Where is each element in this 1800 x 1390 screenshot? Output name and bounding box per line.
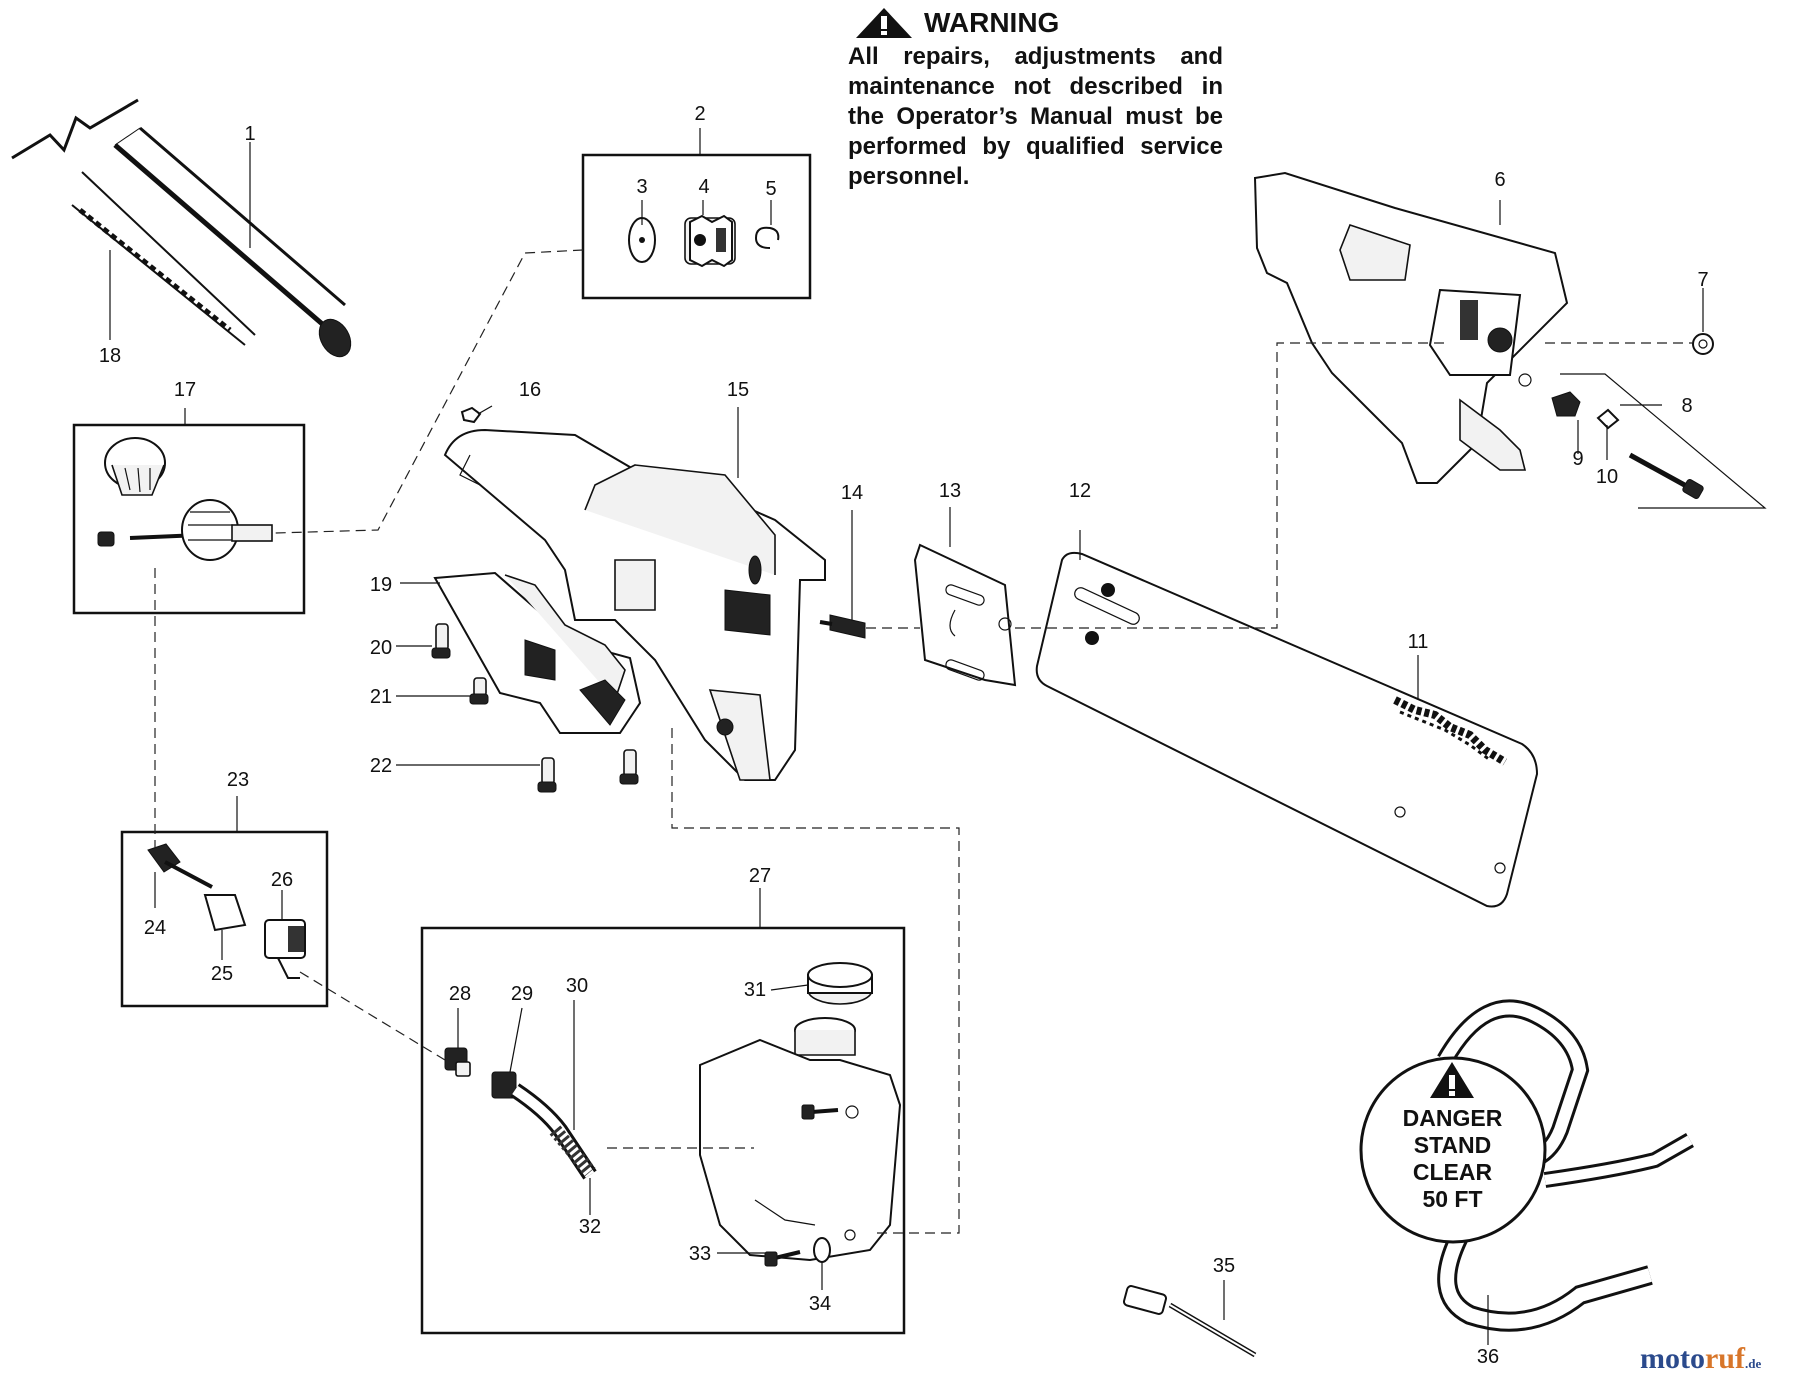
leader-lines xyxy=(109,128,1704,1345)
watermark-part-3: .de xyxy=(1744,1356,1762,1371)
warning-title: WARNING xyxy=(924,7,1060,38)
part-24-pump-shaft xyxy=(147,843,213,889)
box-sprocket-kit xyxy=(581,153,812,300)
callout-20: 20 xyxy=(370,637,392,659)
callout-23: 23 xyxy=(227,769,249,791)
callout-1: 1 xyxy=(244,123,255,145)
callout-26: 26 xyxy=(271,869,293,891)
callout-22: 22 xyxy=(370,755,392,777)
part-13-bar-plate xyxy=(913,543,1017,687)
warning-heading: WARNING xyxy=(848,6,1223,40)
callout-32: 32 xyxy=(579,1216,601,1238)
callout-2: 2 xyxy=(694,103,705,125)
callout-10: 10 xyxy=(1596,466,1618,488)
part-22-screw xyxy=(537,757,557,793)
watermark-logo: motoruf.de xyxy=(1640,1342,1761,1376)
part-22-screw-b xyxy=(619,749,639,785)
part-26-pump-body xyxy=(264,919,306,979)
part-35-wrench xyxy=(1122,1285,1257,1358)
callout-30: 30 xyxy=(566,975,588,997)
callout-34: 34 xyxy=(809,1293,831,1315)
callout-6: 6 xyxy=(1494,169,1505,191)
callout-33: 33 xyxy=(689,1243,711,1265)
watermark-part-2: ruf xyxy=(1704,1342,1745,1375)
callout-9: 9 xyxy=(1572,448,1583,470)
warning-notice: WARNING All repairs, adjustments and mai… xyxy=(848,6,1223,192)
callout-7: 7 xyxy=(1697,269,1708,291)
box-oil-tank xyxy=(420,926,906,1335)
callout-15: 15 xyxy=(727,379,749,401)
callout-numbers: 1 2 3 4 5 6 7 8 9 10 11 12 13 14 15 16 1… xyxy=(99,103,1709,1368)
part-25-pump-sleeve xyxy=(203,894,247,932)
part-1-shaft-tube xyxy=(11,98,352,358)
callout-12: 12 xyxy=(1069,480,1091,502)
part-12-guide-bar xyxy=(1035,551,1539,908)
callout-4: 4 xyxy=(698,176,709,198)
part-11-chain xyxy=(1393,696,1508,766)
callout-13: 13 xyxy=(939,480,961,502)
part-34-washer xyxy=(813,1237,831,1263)
danger-line-1: DANGER xyxy=(1402,1105,1503,1131)
part-5-clip xyxy=(754,226,780,249)
callout-31: 31 xyxy=(744,979,766,1001)
part-8-bar-screw xyxy=(1628,452,1704,499)
part-16-screw xyxy=(460,406,482,424)
callout-19: 19 xyxy=(370,574,392,596)
part-17-gear-upper xyxy=(104,437,166,496)
part-9-adjuster xyxy=(1551,391,1581,417)
callout-36: 36 xyxy=(1477,1346,1499,1368)
danger-line-2: STAND xyxy=(1413,1132,1492,1158)
box-gear-assembly xyxy=(72,423,306,615)
callout-8: 8 xyxy=(1681,395,1692,417)
part-20-screw xyxy=(431,623,451,659)
callout-25: 25 xyxy=(211,963,233,985)
part-33-screw xyxy=(764,1250,801,1267)
callout-21: 21 xyxy=(370,686,392,708)
part-27-tank-screw xyxy=(801,1104,839,1120)
watermark-part-1: moto xyxy=(1640,1342,1705,1375)
dashed-connectors xyxy=(154,249,1767,1234)
part-36-harness xyxy=(1359,999,1694,1332)
danger-line-3: CLEAR xyxy=(1412,1159,1493,1185)
callout-29: 29 xyxy=(511,983,533,1005)
callout-16: 16 xyxy=(519,379,541,401)
callout-5: 5 xyxy=(765,178,776,200)
part-10-washer xyxy=(1596,408,1620,430)
part-6-bar-cover xyxy=(1253,171,1569,484)
callout-17: 17 xyxy=(174,379,196,401)
warning-body: All repairs, adjustments and maintenance… xyxy=(848,43,1223,190)
callout-3: 3 xyxy=(636,176,647,198)
callout-18: 18 xyxy=(99,345,121,367)
part-7-nut xyxy=(1692,333,1714,355)
warning-triangle-icon xyxy=(856,8,912,38)
part-4-sprocket xyxy=(684,214,736,268)
danger-label: DANGER STAND CLEAR 50 FT xyxy=(1360,1105,1545,1213)
callout-14: 14 xyxy=(841,482,863,504)
callout-27: 27 xyxy=(749,865,771,887)
part-21-screw xyxy=(469,677,489,705)
callout-24: 24 xyxy=(144,917,166,939)
box-oil-pump xyxy=(120,830,329,1008)
callout-35: 35 xyxy=(1213,1255,1235,1277)
part-27-tank xyxy=(699,1017,902,1262)
part-17-gear-shaft xyxy=(97,499,273,561)
part-19-cover xyxy=(433,571,642,734)
part-31-cap xyxy=(807,962,873,1005)
danger-line-4: 50 FT xyxy=(1422,1186,1483,1212)
part-14-stud xyxy=(819,614,866,639)
part-18-flex-shaft xyxy=(71,171,256,346)
part-30-hose xyxy=(510,1083,597,1180)
callout-11: 11 xyxy=(1408,631,1429,653)
part-28-fitting xyxy=(444,1047,471,1077)
part-15-housing xyxy=(443,428,826,781)
part-29-valve xyxy=(491,1071,517,1099)
callout-28: 28 xyxy=(449,983,471,1005)
